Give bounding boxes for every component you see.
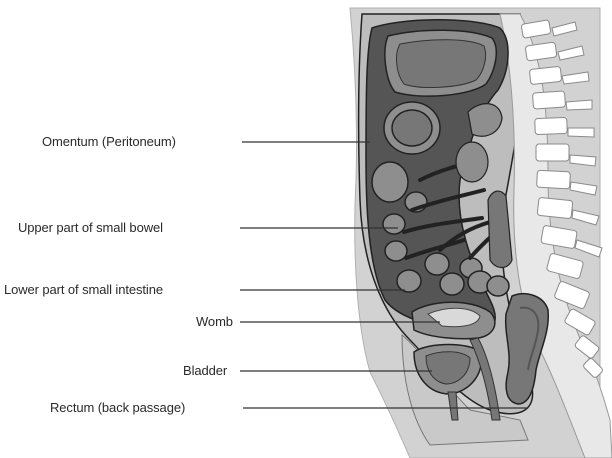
- label-bladder: Bladder: [183, 363, 227, 379]
- womb: [412, 302, 495, 338]
- label-womb: Womb: [196, 314, 233, 330]
- label-upper-small-bowel: Upper part of small bowel: [18, 220, 163, 236]
- label-omentum: Omentum (Peritoneum): [42, 134, 176, 150]
- label-rectum: Rectum (back passage): [50, 400, 185, 416]
- label-lower-small-intestine: Lower part of small intestine: [4, 282, 163, 298]
